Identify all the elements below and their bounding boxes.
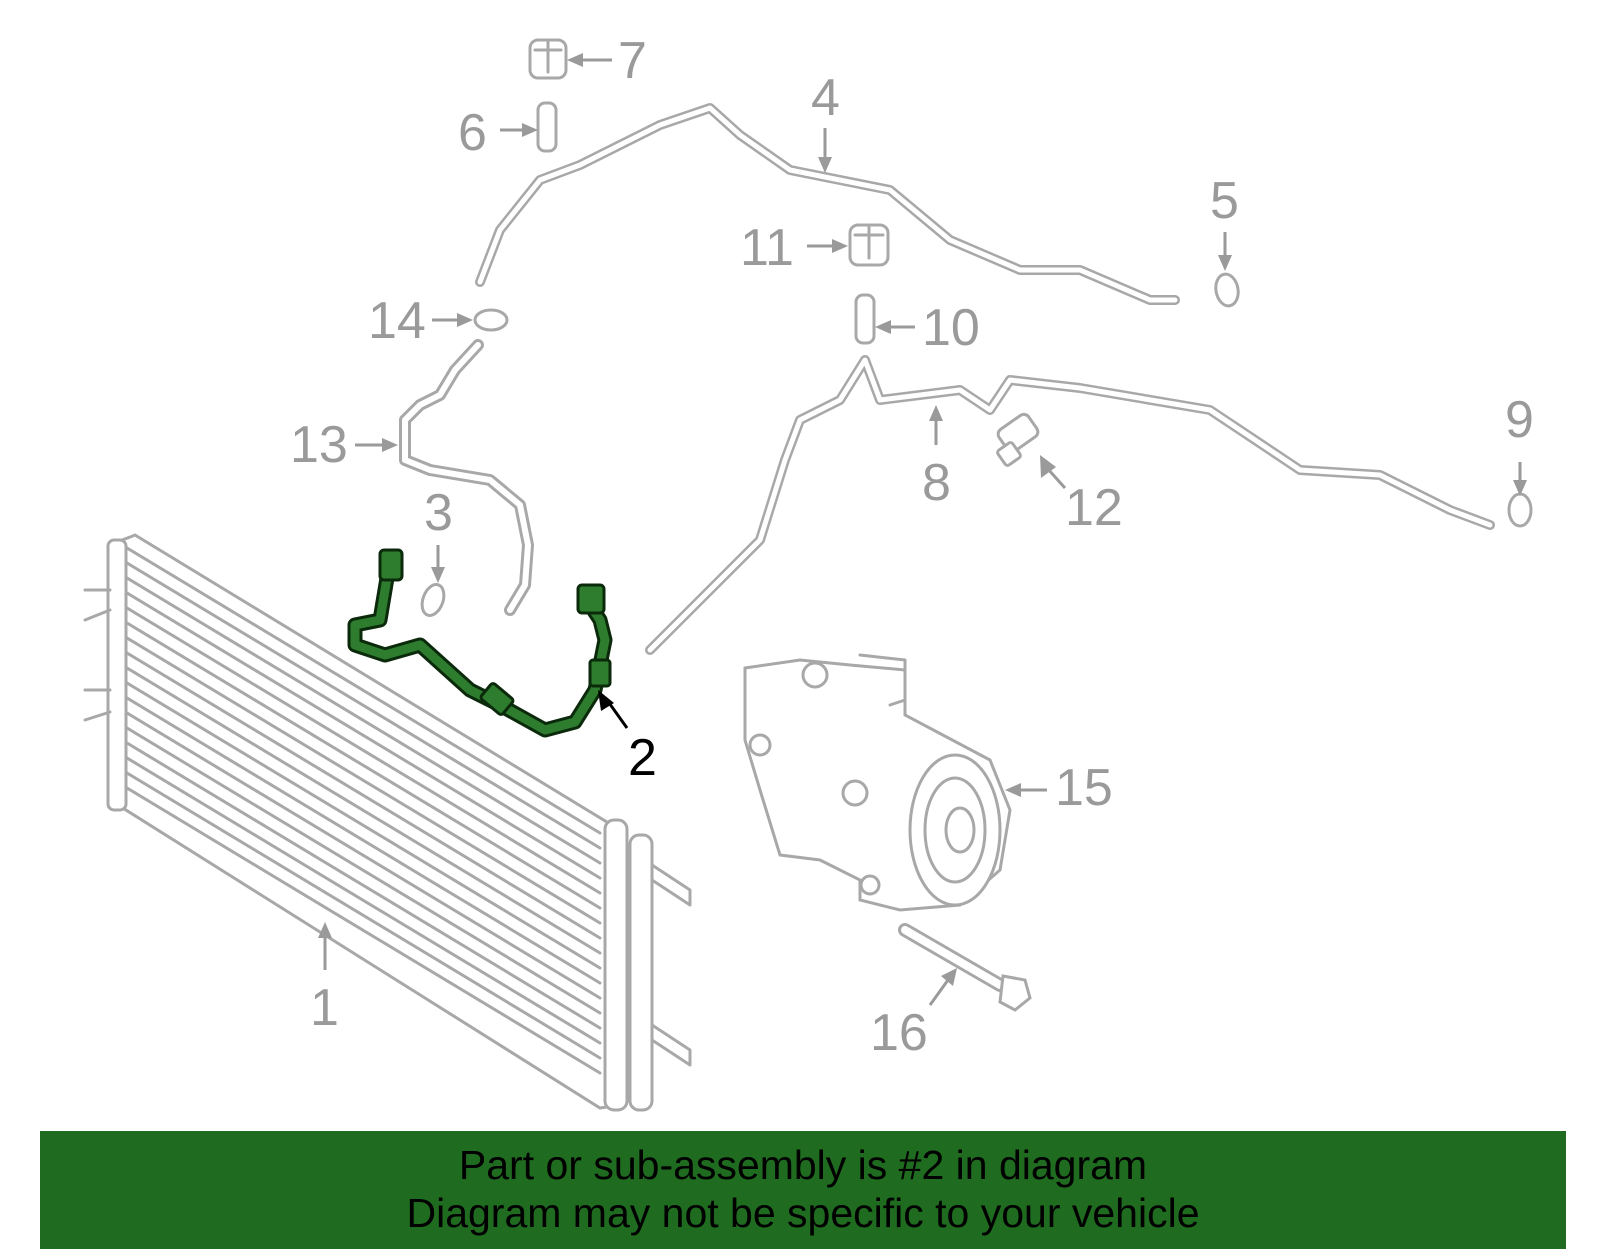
cap-part-7 — [528, 38, 568, 80]
line-part-4-inner — [477, 105, 1178, 303]
callout-2-highlighted: 2 — [628, 729, 657, 787]
condenser-part-1 — [83, 533, 692, 1112]
compressor-part-15 — [743, 653, 1012, 912]
valve-core-part-6 — [536, 101, 558, 153]
o-ring-part-9 — [1507, 492, 1533, 528]
callout-4: 4 — [811, 69, 840, 127]
valve-core-part-10 — [854, 293, 876, 345]
callout-10: 10 — [922, 299, 980, 357]
leader-arrows — [318, 53, 1527, 1006]
info-banner: Part or sub-assembly is #2 in diagram Di… — [40, 1131, 1566, 1249]
line-part-8-inner — [647, 357, 1493, 653]
callout-6: 6 — [458, 104, 487, 162]
callout-11: 11 — [740, 219, 794, 277]
callout-8: 8 — [922, 454, 951, 512]
pressure-sensor-part-12 — [996, 412, 1040, 467]
banner-line-2: Diagram may not be specific to your vehi… — [406, 1190, 1200, 1236]
callout-7: 7 — [618, 32, 647, 90]
banner-line-1: Part or sub-assembly is #2 in diagram — [458, 1142, 1148, 1188]
o-ring-part-5 — [1214, 272, 1240, 308]
cap-part-11 — [848, 223, 890, 267]
o-ring-part-14 — [473, 308, 509, 332]
callout-3: 3 — [424, 484, 453, 542]
callout-13: 13 — [290, 416, 348, 474]
o-ring-part-3 — [420, 583, 446, 617]
highlighted-hose-part-2 — [347, 548, 613, 738]
callout-9: 9 — [1505, 391, 1534, 449]
bolt-part-16 — [898, 923, 1032, 1012]
callout-16: 16 — [870, 1004, 928, 1062]
hose-part-13-inner — [402, 342, 531, 613]
callout-1: 1 — [310, 979, 339, 1037]
callout-5: 5 — [1210, 172, 1239, 230]
callout-15: 15 — [1055, 759, 1113, 817]
callout-12: 12 — [1065, 479, 1123, 537]
callout-14: 14 — [368, 292, 426, 350]
